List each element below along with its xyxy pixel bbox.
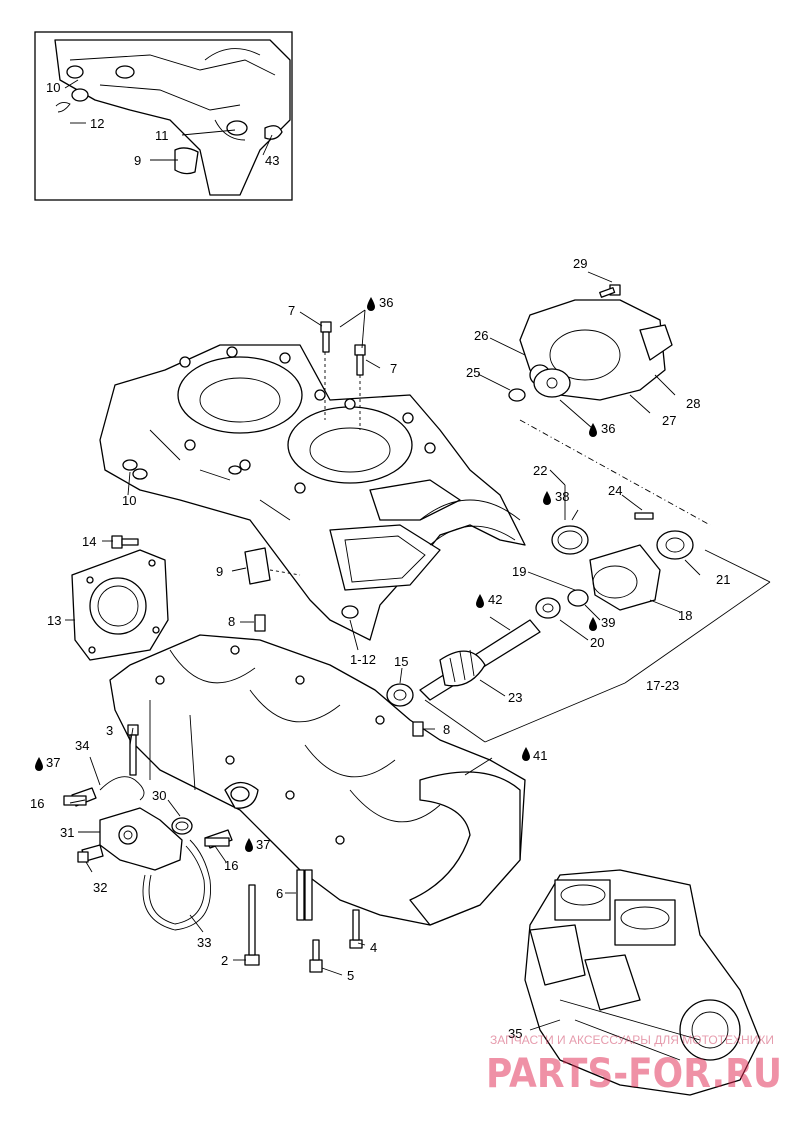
callout-4: 4 <box>370 940 377 955</box>
callout-36-top: 36 <box>379 295 393 310</box>
callout-9: 9 <box>216 564 223 579</box>
callout-31: 31 <box>60 825 74 840</box>
callout-16-lower: 16 <box>224 858 238 873</box>
callout-9-inset: 9 <box>134 153 141 168</box>
oil-drop-icon <box>245 838 253 852</box>
water-pump-cover <box>508 284 673 402</box>
oil-drop-icon <box>589 617 597 631</box>
callout-25: 25 <box>466 365 480 380</box>
oil-drop-icon <box>543 491 551 505</box>
callout-36-pump: 36 <box>601 421 615 436</box>
oil-drop-icon <box>522 747 530 761</box>
callout-41: 41 <box>533 748 547 763</box>
callout-11: 11 <box>155 128 169 143</box>
oil-pump-assembly <box>71 776 233 931</box>
callout-38: 38 <box>555 489 569 504</box>
callout-33: 33 <box>197 935 211 950</box>
callout-26: 26 <box>474 328 488 343</box>
watermark: ЗАПЧАСТИ И АКСЕССУАРЫ ДЛЯ МОТОТЕХНИКИ PA… <box>486 1033 782 1097</box>
engine-assembly-thumbnail <box>524 869 761 1096</box>
callout-22: 22 <box>533 463 547 478</box>
callout-21: 21 <box>716 572 730 587</box>
callout-19: 19 <box>512 564 526 579</box>
callout-15: 15 <box>394 654 408 669</box>
callout-27: 27 <box>662 413 676 428</box>
callout-7-left: 7 <box>288 303 295 318</box>
lubricant-icons <box>35 297 597 852</box>
callout-6: 6 <box>276 886 283 901</box>
callout-labels: 10 12 11 9 43 29 7 36 26 7 25 28 27 36 2… <box>30 80 730 1041</box>
callout-30: 30 <box>152 788 166 803</box>
callout-42: 42 <box>488 592 502 607</box>
watermark-tagline: ЗАПЧАСТИ И АКСЕССУАРЫ ДЛЯ МОТОТЕХНИКИ <box>490 1033 774 1047</box>
callout-20: 20 <box>590 635 604 650</box>
oil-drop-icon <box>35 757 43 771</box>
callout-39: 39 <box>601 615 615 630</box>
callout-10-inset: 10 <box>46 80 60 95</box>
callout-34: 34 <box>75 738 89 753</box>
callout-7-right: 7 <box>390 361 397 376</box>
callout-28: 28 <box>686 396 700 411</box>
callout-17-23: 17-23 <box>646 678 679 693</box>
fasteners <box>63 321 424 973</box>
detail-inset <box>34 31 293 201</box>
leader-lines <box>64 79 771 1031</box>
gasket-13 <box>71 549 169 661</box>
callout-24: 24 <box>608 483 622 498</box>
water-pump-shaft-group <box>386 512 694 707</box>
oil-drop-icon <box>367 297 375 311</box>
callout-8-lower: 8 <box>443 722 450 737</box>
callout-1-12: 1-12 <box>350 652 376 667</box>
callout-37-lower: 37 <box>256 837 270 852</box>
callout-35: 35 <box>508 1026 522 1041</box>
callout-29: 29 <box>573 256 587 271</box>
callout-5: 5 <box>347 968 354 983</box>
callout-8-upper: 8 <box>228 614 235 629</box>
oil-drop-icon <box>589 423 597 437</box>
callout-23: 23 <box>508 690 522 705</box>
callout-32: 32 <box>93 880 107 895</box>
callout-37-left: 37 <box>46 755 60 770</box>
callout-3: 3 <box>106 723 113 738</box>
callout-12: 12 <box>90 116 104 131</box>
callout-14: 14 <box>82 534 96 549</box>
callout-2: 2 <box>221 953 228 968</box>
watermark-brand: PARTS-FOR.RU <box>486 1051 782 1097</box>
callout-43: 43 <box>265 153 279 168</box>
upper-crankcase <box>99 344 526 641</box>
callout-16-left: 16 <box>30 796 44 811</box>
oil-drop-icon <box>476 594 484 608</box>
callout-13: 13 <box>47 613 61 628</box>
callout-10: 10 <box>122 493 136 508</box>
callout-18: 18 <box>678 608 692 623</box>
lower-crankcase <box>109 634 526 926</box>
